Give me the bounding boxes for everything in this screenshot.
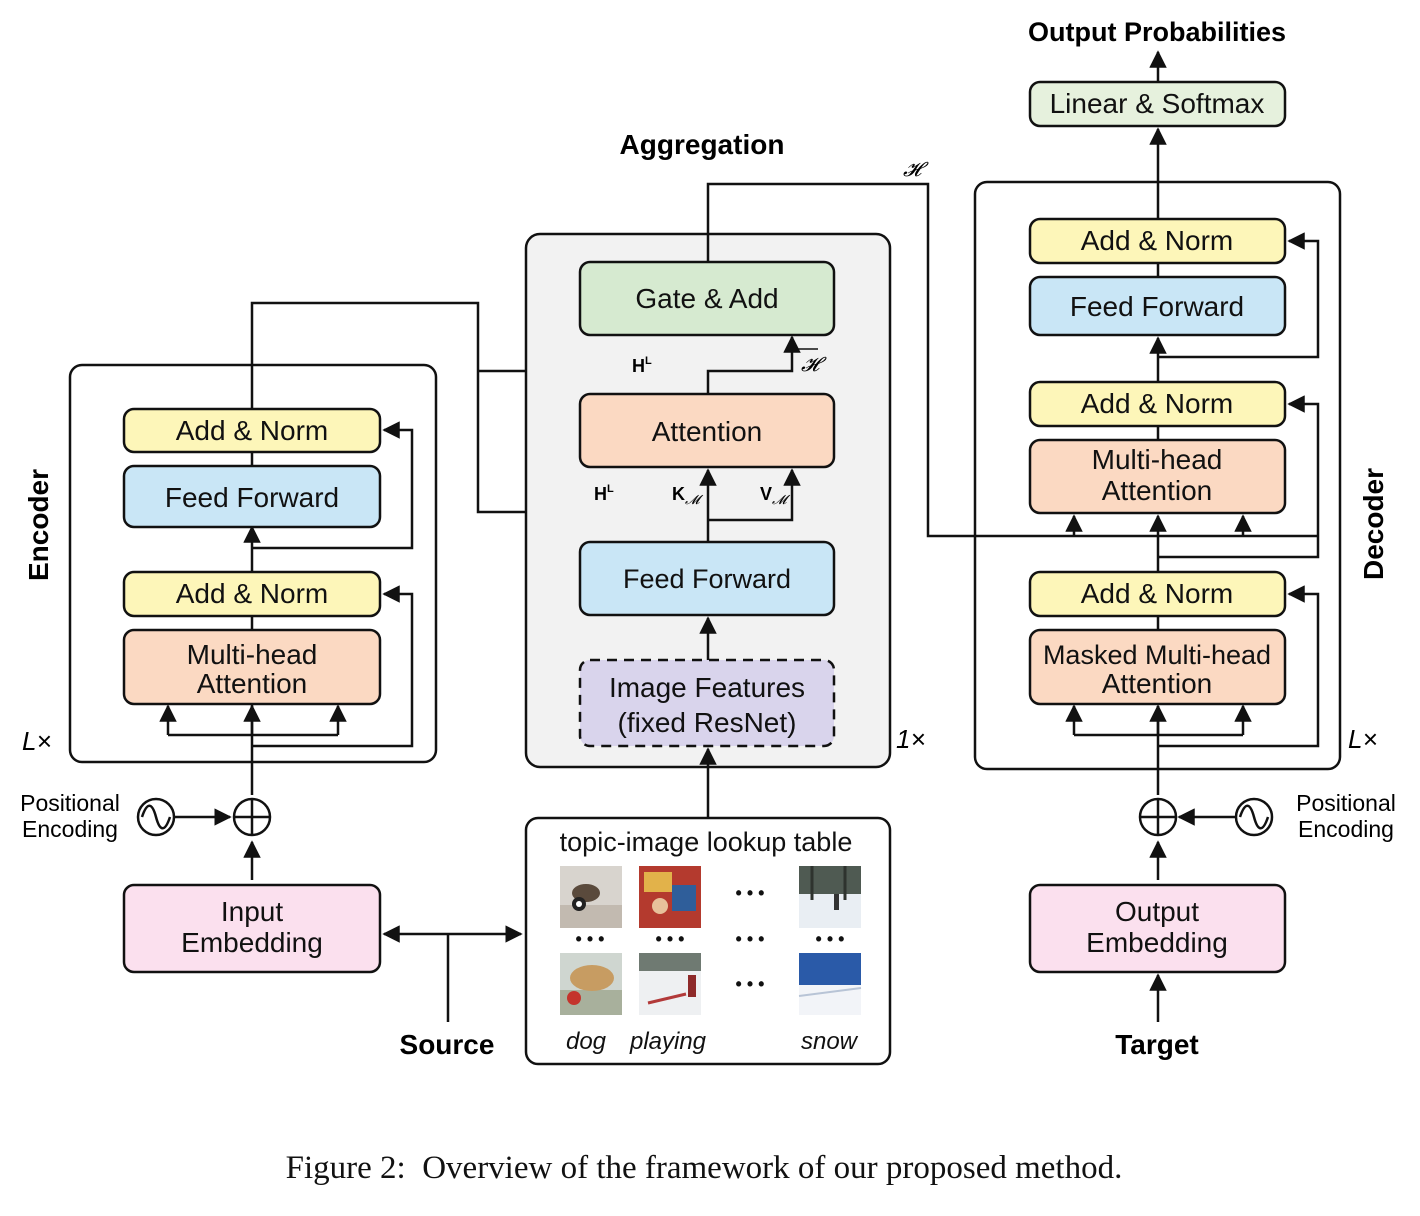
encoder-add-norm-top-label: Add & Norm (176, 415, 329, 446)
decoder-sine-wave-icon (1234, 797, 1274, 837)
aggregation-repeat-label: 1× (896, 724, 926, 754)
decoder-masked-line2: Attention (1102, 668, 1213, 699)
decoder-mha-line2: Attention (1102, 475, 1213, 506)
linear-softmax (1028, 80, 1287, 128)
decoder-repeat-label: L× (1348, 724, 1378, 754)
encoder-label: Encoder (23, 469, 54, 581)
v-m-label: V𝓜 (760, 484, 791, 507)
lookup-ellipsis-row1: • • • (736, 883, 765, 903)
decoder-add-norm-3-label: Add & Norm (1081, 578, 1234, 609)
encoder-multihead-attention (122, 628, 382, 706)
dog-running-photo (560, 953, 622, 1015)
dog-with-ball-photo (560, 866, 622, 928)
word-playing: playing (629, 1028, 707, 1055)
output-probabilities-title: Output Probabilities (1028, 17, 1286, 47)
encoder-repeat-label: L× (22, 726, 52, 756)
decoder-add-norm-1 (1028, 217, 1287, 265)
encoder-add-norm-top (122, 407, 382, 454)
target-label: Target (1115, 1029, 1199, 1060)
decoder-masked-line1: Masked Multi-head (1043, 640, 1271, 670)
child-playing-photo (639, 866, 701, 928)
encoder-add-norm-bottom-label: Add & Norm (176, 578, 329, 609)
children-in-snow-photo (639, 953, 701, 1015)
sum-operator-icon (232, 797, 272, 837)
h-l-top-label: HL (632, 355, 652, 376)
aggregation-feed-forward (578, 540, 836, 617)
lookup-table-title: topic-image lookup table (560, 827, 853, 857)
aggregation-title: Aggregation (620, 129, 785, 160)
decoder-feed-forward-label: Feed Forward (1070, 291, 1244, 322)
decoder-positional-line2: Encoding (1298, 816, 1394, 842)
input-embedding-line2: Embedding (181, 927, 323, 958)
lookup-ellipsis-col1: • • • (576, 929, 605, 949)
k-m-label: K𝓜 (672, 484, 704, 507)
lookup-ellipsis-col2: • • • (656, 929, 685, 949)
decoder-label: Decoder (1358, 468, 1389, 580)
word-snow: snow (801, 1028, 859, 1055)
input-embedding (122, 883, 382, 974)
aggregation-attention-label: Attention (652, 416, 763, 447)
h-l-mid-label: HL (594, 483, 614, 504)
source-label: Source (400, 1029, 495, 1060)
lookup-ellipsis-col4: • • • (816, 929, 845, 949)
image-features-line1: Image Features (609, 672, 805, 703)
figure-caption: Figure 2: Overview of the framework of o… (286, 1150, 1123, 1186)
output-embedding-line1: Output (1115, 896, 1199, 927)
input-embedding-line1: Input (221, 896, 283, 927)
decoder-positional-line1: Positional (1296, 790, 1396, 816)
image-features (578, 658, 836, 748)
aggregation-attention (578, 392, 836, 469)
encoder-feed-forward-label: Feed Forward (165, 482, 339, 513)
encoder-feed-forward (122, 464, 382, 529)
gate-add (578, 260, 836, 337)
output-embedding (1028, 883, 1287, 974)
decoder-masked-attention (1028, 628, 1287, 706)
decoder-multihead-attention (1028, 438, 1287, 515)
decoder-add-norm-1-label: Add & Norm (1081, 225, 1234, 256)
encoder-add-norm-bottom (122, 570, 382, 618)
lookup-ellipsis-col3: • • • (736, 929, 765, 949)
linear-softmax-label: Linear & Softmax (1050, 88, 1265, 119)
snowy-road-photo (798, 953, 862, 1015)
decoder-add-norm-2-label: Add & Norm (1081, 388, 1234, 419)
decoder-mha-line1: Multi-head (1092, 444, 1223, 475)
snow-scene-photo (799, 866, 861, 928)
aggregation-feed-forward-label: Feed Forward (623, 564, 791, 594)
sine-wave-icon (136, 797, 176, 837)
output-embedding-line2: Embedding (1086, 927, 1228, 958)
decoder-feed-forward (1028, 275, 1287, 337)
decoder-sum-operator-icon (1138, 797, 1178, 837)
lookup-ellipsis-row2: • • • (736, 974, 765, 994)
encoder-mha-line2: Attention (197, 668, 308, 699)
h-script-label: 𝓗 (903, 159, 929, 181)
encoder-positional-line2: Encoding (22, 816, 118, 842)
image-features-line2: (fixed ResNet) (618, 707, 797, 738)
word-dog: dog (566, 1028, 607, 1055)
decoder-add-norm-2 (1028, 380, 1287, 428)
gate-add-label: Gate & Add (635, 283, 778, 314)
encoder-mha-line1: Multi-head (187, 639, 318, 670)
encoder-positional-line1: Positional (20, 790, 120, 816)
decoder-add-norm-3 (1028, 570, 1287, 618)
